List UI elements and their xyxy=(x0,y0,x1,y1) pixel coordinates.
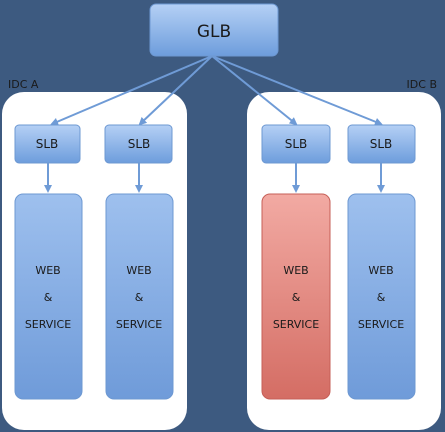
service-node-idc-b-1-failed xyxy=(261,193,331,400)
slb-label-idc-a-1: SLB xyxy=(36,137,59,151)
service-label-idc-a-1-line2: & xyxy=(44,291,53,304)
service-label-idc-b-2-line3: SERVICE xyxy=(358,318,404,331)
service-node-idc-b-2 xyxy=(347,193,416,400)
glb-label: GLB xyxy=(197,22,231,42)
service-label-idc-a-2-line3: SERVICE xyxy=(116,318,162,331)
service-label-idc-b-1-line3: SERVICE xyxy=(273,318,319,331)
service-label-idc-b-1-line2: & xyxy=(292,291,301,304)
group-label-idc-a: IDC A xyxy=(8,78,39,91)
service-label-idc-b-1-line1: WEB xyxy=(283,264,308,277)
service-node-idc-a-2 xyxy=(105,193,174,400)
slb-label-idc-b-1: SLB xyxy=(285,137,308,151)
service-label-idc-b-2-line1: WEB xyxy=(368,264,393,277)
service-label-idc-b-2-line2: & xyxy=(377,291,386,304)
slb-node-idc-a-1 xyxy=(14,124,81,164)
connector-glb-to-slb-a1 xyxy=(50,55,213,126)
slb-label-idc-b-2: SLB xyxy=(370,137,393,151)
slb-label-idc-a-2: SLB xyxy=(128,137,151,151)
service-label-idc-a-2-line1: WEB xyxy=(126,264,151,277)
connector-glb-to-slb-a2 xyxy=(138,55,213,126)
glb-node xyxy=(149,3,279,57)
slb-node-idc-b-2 xyxy=(347,124,416,164)
service-label-idc-a-1-line3: SERVICE xyxy=(25,318,71,331)
service-node-idc-a-1 xyxy=(14,193,83,400)
group-label-idc-b: IDC B xyxy=(407,78,437,91)
slb-node-idc-b-1 xyxy=(261,124,331,164)
service-label-idc-a-2-line2: & xyxy=(135,291,144,304)
connector-glb-to-slb-b1 xyxy=(211,55,298,126)
slb-node-idc-a-2 xyxy=(104,124,173,164)
service-label-idc-a-1-line1: WEB xyxy=(35,264,60,277)
connector-glb-to-slb-b2 xyxy=(211,55,383,126)
